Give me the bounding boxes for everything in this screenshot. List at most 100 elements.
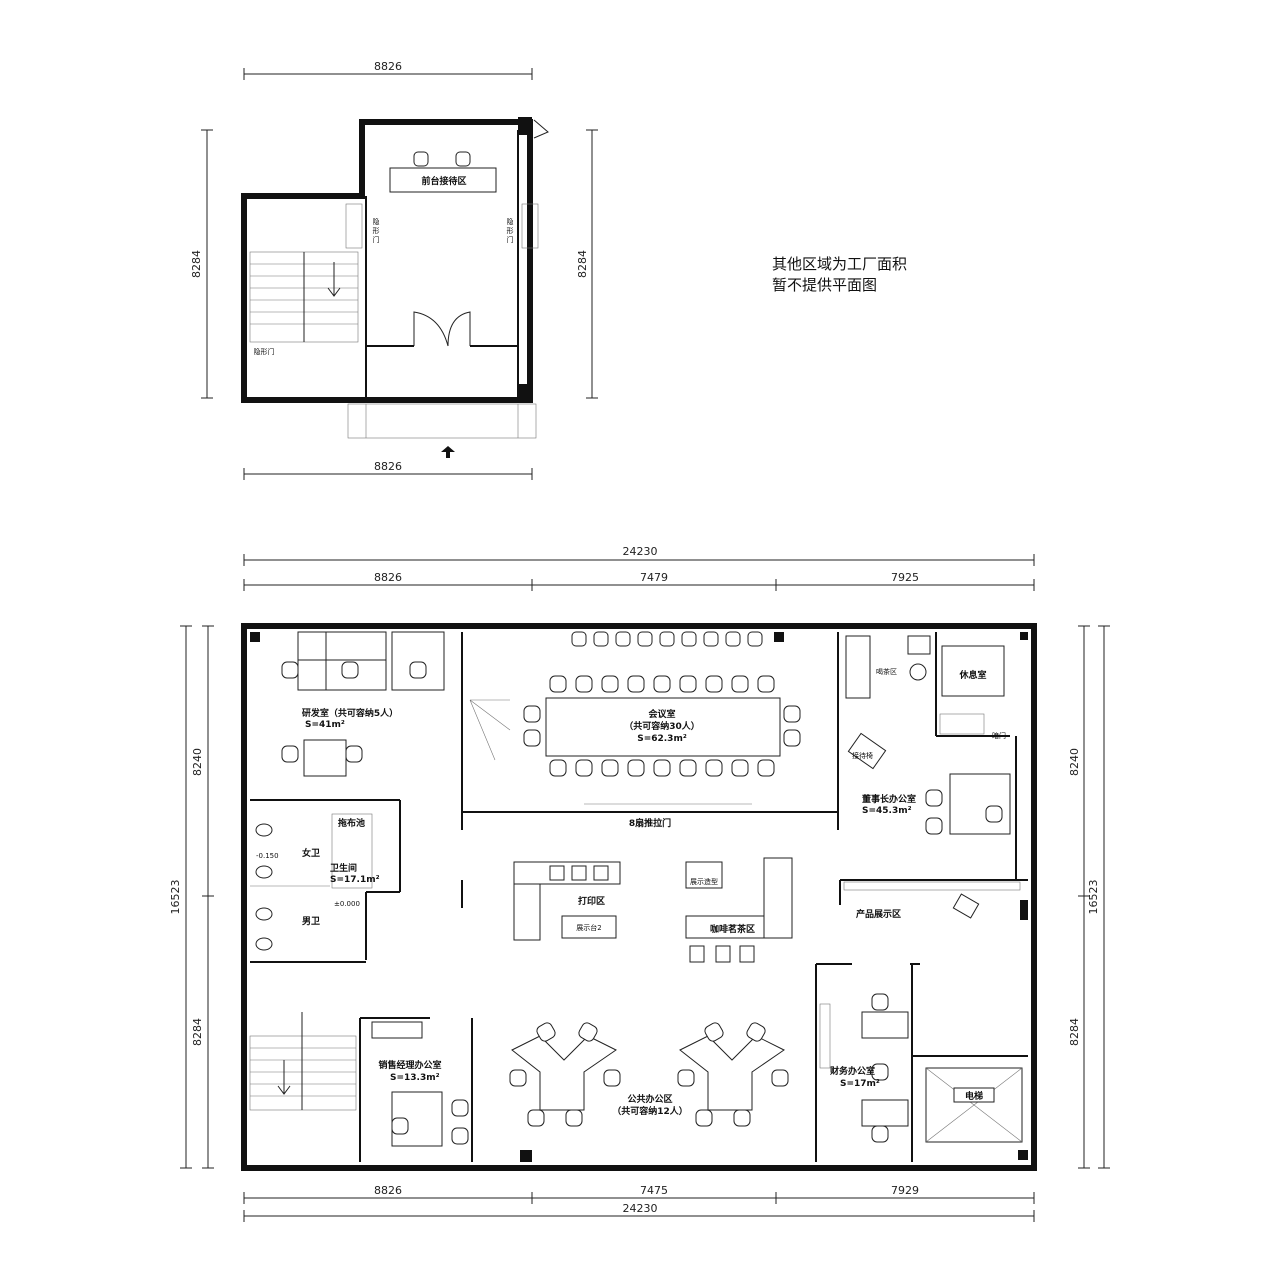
display-2-label: 展示台2 (576, 923, 601, 932)
lower-stairs (249, 1012, 357, 1111)
main-outer-wall (241, 623, 1037, 1171)
tea-area-label: 喝茶区 (876, 667, 897, 676)
reception-label: 前台接待区 (421, 175, 466, 187)
rnd-room-area: S=41m² (305, 720, 345, 730)
top-plan-dim-left: 8284 (190, 129, 213, 399)
top-dim-bottom-label: 8826 (374, 460, 402, 473)
entrance-arrow-icon (441, 446, 455, 458)
toilet-area: S=17.1m² (330, 875, 380, 885)
print-area: 打印区 展示台2 (513, 861, 621, 941)
stairs: 隐形门 (249, 251, 359, 356)
dim-left-1: 8240 (191, 748, 204, 776)
meeting-chairs-top (549, 675, 775, 693)
female-wc-label: 女卫 (302, 847, 320, 859)
top-plan: 8826 8826 8284 8284 (190, 60, 598, 480)
coffee-area: 展示造型 咖啡茗茶区 (685, 857, 793, 963)
dim-bottom-2: 7475 (640, 1184, 668, 1197)
hidden-door-label: 隐形门 (254, 347, 275, 356)
meeting-room: 会议室 （共可容纳30人） S=62.3m² 8扇推拉门 (469, 631, 801, 829)
male-wc-label: 男卫 (302, 916, 320, 927)
meeting-room-capacity: （共可容纳30人） (624, 720, 700, 732)
top-dim-left-label: 8284 (190, 250, 203, 278)
top-plan-dim-bottom: 8826 (243, 460, 533, 480)
meeting-chairs-bottom (549, 759, 775, 777)
note-line-2: 暂不提供平面图 (772, 276, 877, 294)
top-plan-dim-top: 8826 (243, 60, 533, 80)
finance-office-area: S=17m² (840, 1079, 880, 1089)
dim-bottom-3: 7929 (891, 1184, 919, 1197)
double-door (413, 311, 449, 347)
main-dim-total-top: 24230 (243, 545, 1035, 566)
mop-sink-label: 拖布池 (338, 817, 365, 829)
workstation-cluster-left (509, 1022, 621, 1127)
sales-office: 销售经理办公室 S=13.3m² (371, 1021, 469, 1147)
top-dim-top-label: 8826 (374, 60, 402, 73)
rest-room-label: 休息室 (958, 669, 986, 681)
toilets: 拖布池 女卫 卫生间 S=17.1m² 男卫 -0.150 ±0.000 (250, 813, 380, 951)
sales-office-label: 销售经理办公室 (378, 1059, 441, 1071)
main-dim-top: 8826 7479 7925 (243, 571, 1035, 591)
reception-chair-label: 接待椅 (852, 751, 873, 760)
dim-top-2: 7479 (640, 571, 668, 584)
column-block (518, 384, 532, 398)
finance-office: 财务办公室 S=17m² (819, 993, 909, 1143)
note: 其他区域为工厂面积 暂不提供平面图 (772, 255, 907, 294)
top-plan-outer-wall (241, 119, 533, 403)
reception-desk: 前台接待区 (389, 151, 497, 193)
sliding-door-label: 8扇推拉门 (629, 817, 671, 829)
level-label-b: ±0.000 (334, 900, 360, 908)
dim-total-top: 24230 (623, 545, 658, 558)
toilet-label: 卫生间 (330, 862, 357, 874)
door-right-char-2: 形 (507, 227, 514, 235)
rnd-room: 研发室（共可容纳5人） S=41m² (281, 631, 445, 777)
display-1-label: 展示造型 (690, 877, 718, 886)
rnd-room-label: 研发室（共可容纳5人） (302, 707, 398, 719)
main-dim-left: 8240 16523 8284 (169, 625, 214, 1169)
dim-right-2: 16523 (1087, 880, 1100, 915)
print-area-label: 打印区 (578, 895, 605, 907)
public-office: 公共办公区 （共可容纳12人） (509, 1022, 789, 1127)
hidden-door-left: 隐 形 门 (345, 203, 380, 249)
door-left-char-3: 门 (373, 235, 380, 244)
product-area-label: 产品展示区 (856, 908, 901, 920)
dim-top-3: 7925 (891, 571, 919, 584)
dim-left-2: 16523 (169, 880, 182, 915)
chairman-office-area: S=45.3m² (862, 806, 912, 816)
finance-office-label: 财务办公室 (829, 1065, 875, 1077)
main-dim-bottom: 8826 7475 7929 (243, 1184, 1035, 1204)
dim-total-bottom: 24230 (623, 1202, 658, 1215)
dim-bottom-1: 8826 (374, 1184, 402, 1197)
door-left-char-2: 形 (373, 227, 380, 235)
coffee-area-label: 咖啡茗茶区 (710, 923, 755, 935)
main-plan: 24230 8826 7479 7925 8826 7475 7929 2 (169, 545, 1110, 1222)
dim-right-3: 8284 (1068, 1018, 1081, 1046)
main-dim-right: 8240 16523 8284 (1068, 625, 1110, 1169)
door-left-char-1: 隐 (373, 217, 380, 226)
workstation-cluster-right (677, 1022, 789, 1127)
top-dim-right-label: 8284 (576, 250, 589, 278)
column-block (518, 117, 532, 135)
partitions (250, 632, 1028, 1162)
chairman-zone: 喝茶区 休息室 暗门 接待椅 董事长办公室 S=45.3m² (845, 635, 1011, 835)
dim-left-3: 8284 (191, 1018, 204, 1046)
dim-right-1: 8240 (1068, 748, 1081, 776)
meeting-chairs-wall (571, 631, 763, 647)
product-display: 产品展示区 (843, 881, 1028, 920)
public-office-capacity: （共可容纳12人） (612, 1105, 688, 1117)
elevator-label: 电梯 (965, 1090, 983, 1102)
chairman-office-label: 董事长办公室 (862, 793, 916, 805)
door-right-char-3: 门 (507, 235, 514, 244)
sales-office-area: S=13.3m² (390, 1073, 440, 1083)
dim-top-1: 8826 (374, 571, 402, 584)
level-label-a: -0.150 (256, 852, 279, 860)
entrance-steps (347, 403, 537, 439)
note-line-1: 其他区域为工厂面积 (772, 255, 907, 273)
door-right-char-1: 隐 (507, 217, 514, 226)
dark-door-label: 暗门 (992, 731, 1006, 740)
door-swing (533, 119, 549, 139)
hidden-door-right: 隐 形 门 (507, 203, 539, 249)
meeting-room-area: S=62.3m² (637, 734, 687, 744)
top-plan-dim-right: 8284 (576, 129, 598, 399)
public-office-label: 公共办公区 (627, 1093, 672, 1105)
